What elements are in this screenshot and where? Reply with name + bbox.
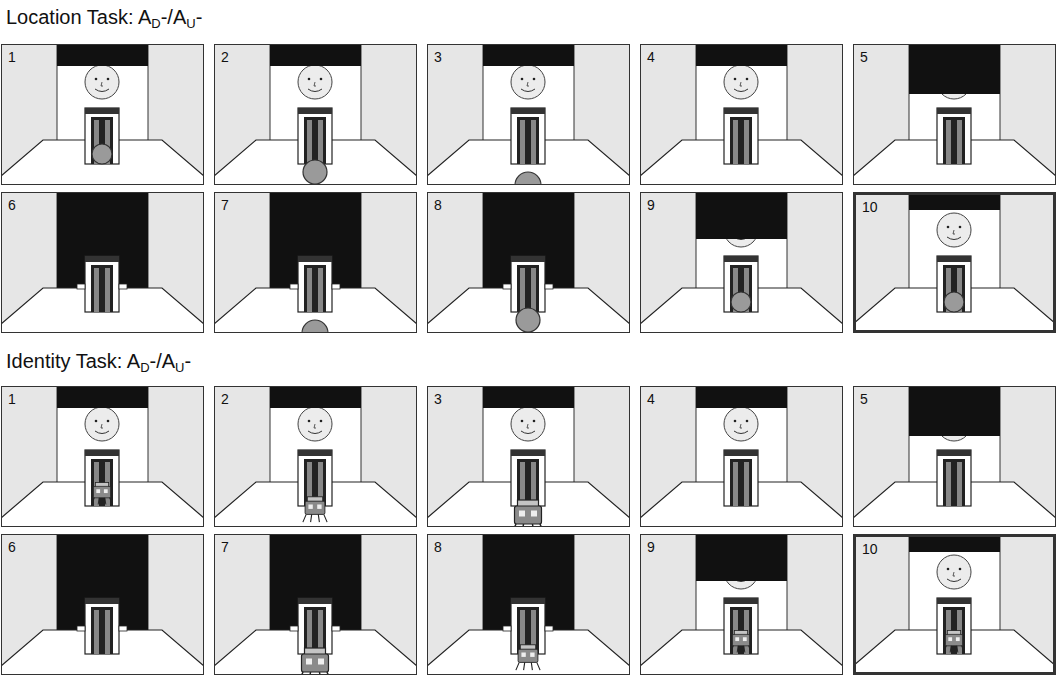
storyboard-panel: 1 bbox=[1, 386, 204, 527]
task-heading: Location Task: AD-/AU- bbox=[6, 6, 202, 31]
heading-text: Location Task: A bbox=[6, 6, 151, 28]
storyboard-panel: 1 bbox=[1, 44, 204, 185]
scene bbox=[427, 44, 630, 185]
storyboard-panel: 6 bbox=[1, 192, 204, 333]
panel-number: 4 bbox=[647, 49, 655, 65]
heading-text: - bbox=[196, 6, 203, 28]
panel-number: 10 bbox=[862, 541, 878, 557]
scene bbox=[427, 192, 630, 333]
storyboard-panel: 2 bbox=[214, 386, 417, 527]
subscript: U bbox=[186, 16, 195, 31]
scene bbox=[214, 192, 417, 333]
scene bbox=[853, 534, 1056, 675]
panel-number: 1 bbox=[8, 49, 16, 65]
storyboard-panel: 10 bbox=[853, 534, 1056, 675]
scene bbox=[1, 386, 204, 527]
panel-number: 5 bbox=[860, 391, 868, 407]
panel-number: 3 bbox=[434, 49, 442, 65]
panel-number: 2 bbox=[221, 391, 229, 407]
storyboard-panel: 10 bbox=[853, 192, 1056, 333]
panel-number: 6 bbox=[8, 197, 16, 213]
panel-number: 8 bbox=[434, 197, 442, 213]
panel-number: 7 bbox=[221, 539, 229, 555]
panel-number: 7 bbox=[221, 197, 229, 213]
storyboard-panel: 4 bbox=[640, 44, 843, 185]
panel-number: 8 bbox=[434, 539, 442, 555]
heading-text: - bbox=[185, 350, 192, 372]
storyboard-panel: 3 bbox=[427, 386, 630, 527]
storyboard-panel: 2 bbox=[214, 44, 417, 185]
panel-number: 1 bbox=[8, 391, 16, 407]
scene bbox=[640, 534, 843, 675]
scene bbox=[1, 192, 204, 333]
task-heading: Identity Task: AD-/AU- bbox=[6, 350, 191, 375]
scene bbox=[853, 44, 1056, 185]
storyboard-panel: 5 bbox=[853, 386, 1056, 527]
subscript: D bbox=[151, 16, 160, 31]
panel-number: 3 bbox=[434, 391, 442, 407]
storyboard-panel: 3 bbox=[427, 44, 630, 185]
panel-number: 4 bbox=[647, 391, 655, 407]
panel-number: 5 bbox=[860, 49, 868, 65]
panel-number: 10 bbox=[862, 199, 878, 215]
scene bbox=[1, 534, 204, 675]
heading-text: Identity Task: A bbox=[6, 350, 140, 372]
scene bbox=[853, 386, 1056, 527]
storyboard-panel: 6 bbox=[1, 534, 204, 675]
scene bbox=[640, 44, 843, 185]
scene bbox=[214, 386, 417, 527]
subscript: U bbox=[175, 360, 184, 375]
scene bbox=[214, 534, 417, 675]
heading-text: -/A bbox=[150, 350, 176, 372]
panel-number: 6 bbox=[8, 539, 16, 555]
scene bbox=[427, 386, 630, 527]
storyboard-panel: 7 bbox=[214, 534, 417, 675]
storyboard-panel: 5 bbox=[853, 44, 1056, 185]
heading-text: -/A bbox=[161, 6, 187, 28]
storyboard-panel: 9 bbox=[640, 192, 843, 333]
storyboard-panel: 9 bbox=[640, 534, 843, 675]
storyboard-panel: 7 bbox=[214, 192, 417, 333]
scene bbox=[1, 44, 204, 185]
scene bbox=[853, 192, 1056, 333]
scene bbox=[640, 192, 843, 333]
panel-number: 9 bbox=[647, 197, 655, 213]
panel-number: 9 bbox=[647, 539, 655, 555]
scene bbox=[427, 534, 630, 675]
scene bbox=[640, 386, 843, 527]
subscript: D bbox=[140, 360, 149, 375]
panel-number: 2 bbox=[221, 49, 229, 65]
storyboard-panel: 8 bbox=[427, 192, 630, 333]
storyboard-panel: 4 bbox=[640, 386, 843, 527]
scene bbox=[214, 44, 417, 185]
storyboard-panel: 8 bbox=[427, 534, 630, 675]
